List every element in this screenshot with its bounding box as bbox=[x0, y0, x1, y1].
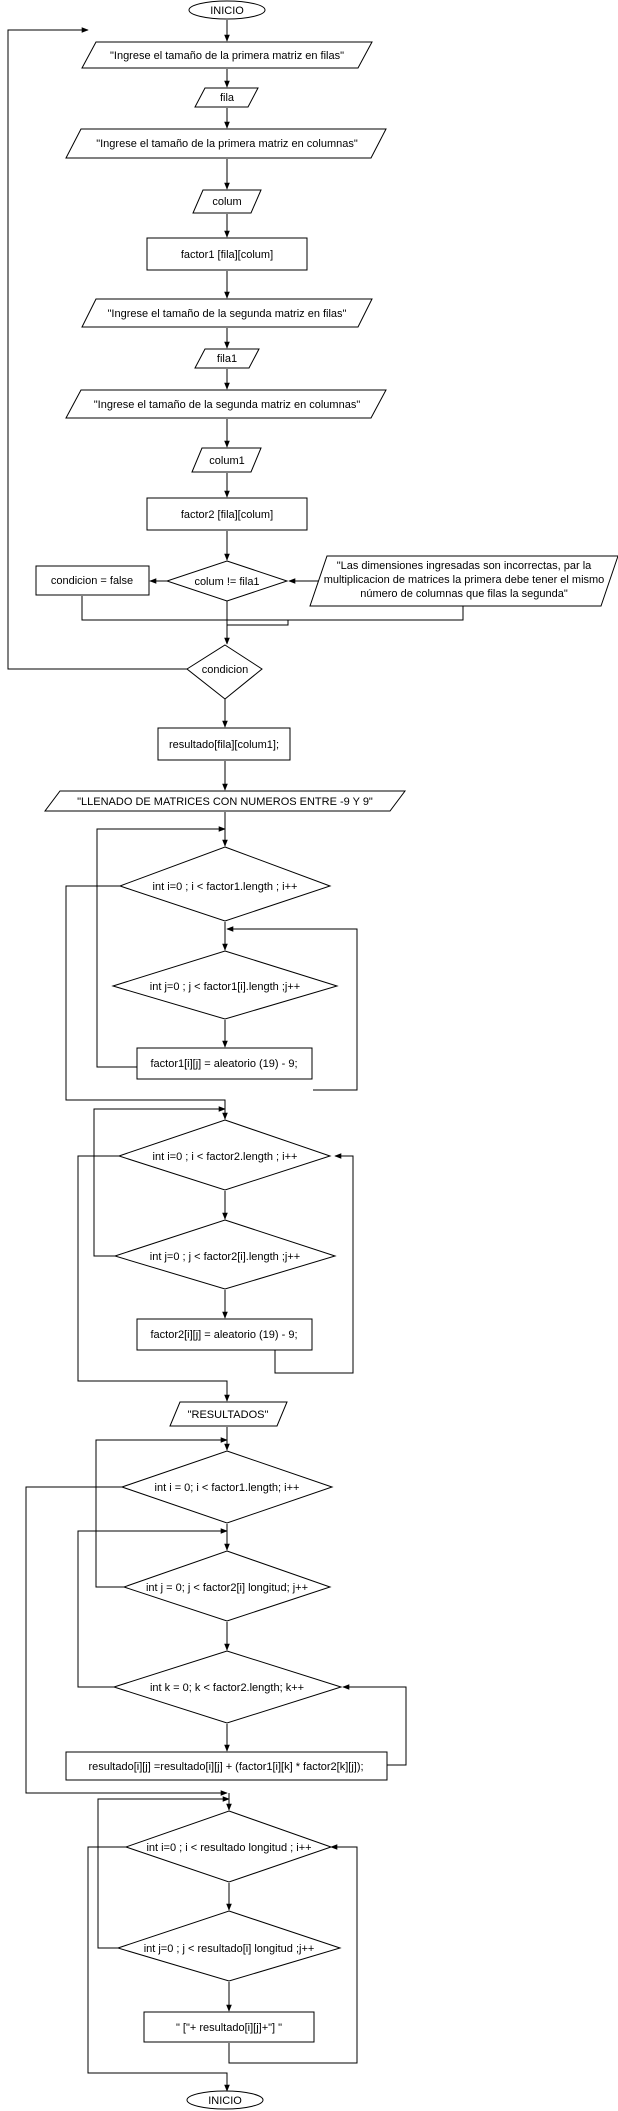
label-colum1: colum1 bbox=[209, 455, 244, 467]
edge-condicion-loop-back bbox=[7, 27, 187, 670]
label-loop-i-mult: int i = 0; i < factor1.length; i++ bbox=[155, 1482, 300, 1494]
terminal-inicio-start bbox=[188, 0, 266, 20]
flowchart-edges bbox=[7, 20, 464, 2092]
terminal-inicio-end bbox=[186, 2090, 264, 2110]
edge-loop-i4-exit bbox=[87, 1846, 230, 2092]
label-colum: colum bbox=[212, 196, 241, 208]
label-error-line2: multiplicacion de matrices la primera de… bbox=[324, 574, 605, 586]
process-factor1 bbox=[146, 237, 308, 271]
label-inicio-end: INICIO bbox=[208, 2095, 242, 2107]
label-prompt-filas-2: "Ingrese el tamaño de la segunda matriz … bbox=[108, 308, 347, 320]
label-loop-j-factor1: int j=0 ; j < factor1[i].length ;j++ bbox=[150, 981, 300, 993]
label-factor2: factor2 [fila][colum] bbox=[181, 509, 273, 521]
label-resultado: resultado[fila][colum1]; bbox=[169, 739, 279, 751]
edge-loop-i2-exit bbox=[77, 1155, 230, 1402]
flowchart-shapes bbox=[35, 0, 618, 2110]
edge-j3-loop-back bbox=[95, 1437, 228, 1588]
io-prompt-columnas-1 bbox=[65, 128, 387, 159]
edge-j4-loop-back bbox=[97, 1796, 230, 1949]
label-assign-resultado: resultado[i][j] =resultado[i][j] + (fact… bbox=[88, 1761, 363, 1773]
flowchart-labels: INICIO "Ingrese el tamaño de la primera … bbox=[51, 5, 604, 2107]
label-loop-j-factor2: int j=0 ; j < factor2[i].length ;j++ bbox=[150, 1251, 300, 1263]
label-prompt-columnas-1: "Ingrese el tamaño de la primera matriz … bbox=[96, 138, 358, 150]
process-output-resultado bbox=[143, 2011, 315, 2043]
decision-colum-fila1 bbox=[165, 560, 289, 602]
decision-loop-i-print bbox=[124, 1810, 333, 1883]
process-assign-factor1 bbox=[136, 1047, 313, 1080]
edge-assign2-loop-back bbox=[274, 1153, 354, 1374]
decision-loop-j-print bbox=[116, 1910, 342, 1982]
label-llenado: "LLENADO DE MATRICES CON NUMEROS ENTRE -… bbox=[77, 796, 373, 808]
process-condicion-false bbox=[35, 565, 150, 596]
decision-loop-j-mult bbox=[122, 1550, 332, 1622]
label-loop-i-print: int i=0 ; i < resultado longitud ; i++ bbox=[146, 1842, 311, 1854]
process-assign-resultado bbox=[65, 1751, 388, 1781]
io-fila bbox=[194, 87, 259, 108]
decision-loop-i-factor1 bbox=[118, 846, 332, 922]
edge-assign1-loop-back bbox=[96, 826, 226, 1068]
io-prompt-filas-1 bbox=[81, 41, 373, 69]
label-factor1: factor1 [fila][colum] bbox=[181, 249, 273, 261]
io-prompt-filas-2 bbox=[81, 298, 373, 328]
process-assign-factor2 bbox=[136, 1318, 313, 1351]
edge-assign3-loop-back bbox=[342, 1684, 407, 1766]
edge-output-loop-back bbox=[228, 1844, 358, 2064]
decision-loop-i-factor2 bbox=[117, 1119, 332, 1191]
io-error-msg bbox=[309, 555, 618, 607]
edge-merge-before-condicion bbox=[227, 620, 289, 626]
label-loop-j-print: int j=0 ; j < resultado[i] longitud ;j++ bbox=[144, 1943, 315, 1955]
edge-k3-loop-back bbox=[77, 1528, 228, 1688]
label-loop-k-mult: int k = 0; k < factor2.length; k++ bbox=[150, 1682, 304, 1694]
io-colum1 bbox=[191, 447, 262, 473]
process-resultado bbox=[157, 727, 291, 761]
io-resultados bbox=[169, 1401, 288, 1427]
edge-condicion-to-errormsg bbox=[81, 596, 464, 621]
label-inicio-start: INICIO bbox=[210, 5, 244, 17]
label-assign-factor2: factor2[i][j] = aleatorio (19) - 9; bbox=[150, 1329, 297, 1341]
label-resultados: "RESULTADOS" bbox=[188, 1409, 269, 1421]
edge-j2-loop-back bbox=[93, 1106, 226, 1257]
io-colum bbox=[192, 189, 262, 214]
decision-loop-k-mult bbox=[112, 1650, 343, 1724]
edge-loop-j1-loop-back bbox=[226, 926, 358, 1091]
label-decision-colum-fila1: colum != fila1 bbox=[194, 576, 259, 588]
label-prompt-columnas-2: "Ingrese el tamaño de la segunda matriz … bbox=[94, 399, 361, 411]
edge-loop-i3-exit bbox=[25, 1486, 228, 1796]
io-prompt-columnas-2 bbox=[65, 389, 387, 419]
label-fila1: fila1 bbox=[217, 353, 237, 365]
label-loop-i-factor2: int i=0 ; i < factor2.length ; i++ bbox=[153, 1151, 298, 1163]
label-assign-factor1: factor1[i][j] = aleatorio (19) - 9; bbox=[150, 1058, 297, 1070]
decision-loop-j-factor2 bbox=[113, 1219, 337, 1290]
label-output-resultado: " ["+ resultado[i][j]+"] " bbox=[176, 2022, 282, 2034]
decision-loop-i-mult bbox=[120, 1450, 334, 1524]
label-error-line1: "Las dimensiones ingresadas son incorrec… bbox=[337, 560, 592, 572]
label-loop-j-mult: int j = 0; j < factor2[i] longitud; j++ bbox=[146, 1582, 308, 1594]
label-loop-i-factor1: int i=0 ; i < factor1.length ; i++ bbox=[153, 881, 298, 893]
decision-condicion bbox=[186, 644, 263, 700]
label-fila: fila bbox=[220, 92, 235, 104]
process-factor2 bbox=[146, 497, 308, 531]
label-decision-condicion: condicion bbox=[202, 664, 248, 676]
io-fila1 bbox=[194, 348, 260, 369]
label-error-line3: número de columnas que filas la segunda" bbox=[360, 588, 568, 600]
label-condicion-false: condicion = false bbox=[51, 575, 133, 587]
io-llenado bbox=[44, 790, 406, 812]
decision-loop-j-factor1 bbox=[111, 950, 339, 1020]
label-prompt-filas-1: "Ingrese el tamaño de la primera matriz … bbox=[110, 50, 344, 62]
